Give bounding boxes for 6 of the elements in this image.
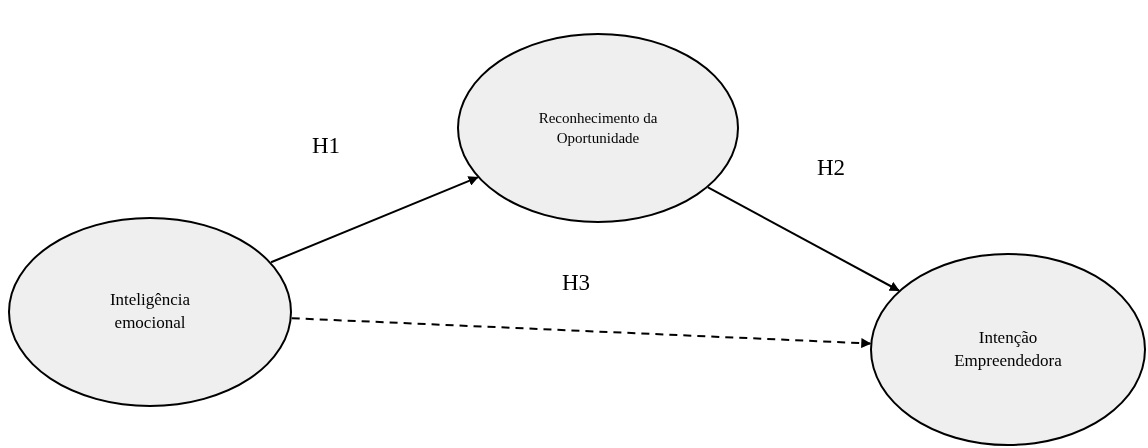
- node-label: Reconhecimento da Oportunidade: [537, 108, 659, 148]
- node-label: Intenção Empreendedora: [953, 326, 1063, 372]
- arrow: [270, 176, 479, 264]
- arrow: [707, 186, 900, 292]
- arrow: [290, 317, 872, 349]
- node-label: Inteligência emocional: [108, 289, 192, 334]
